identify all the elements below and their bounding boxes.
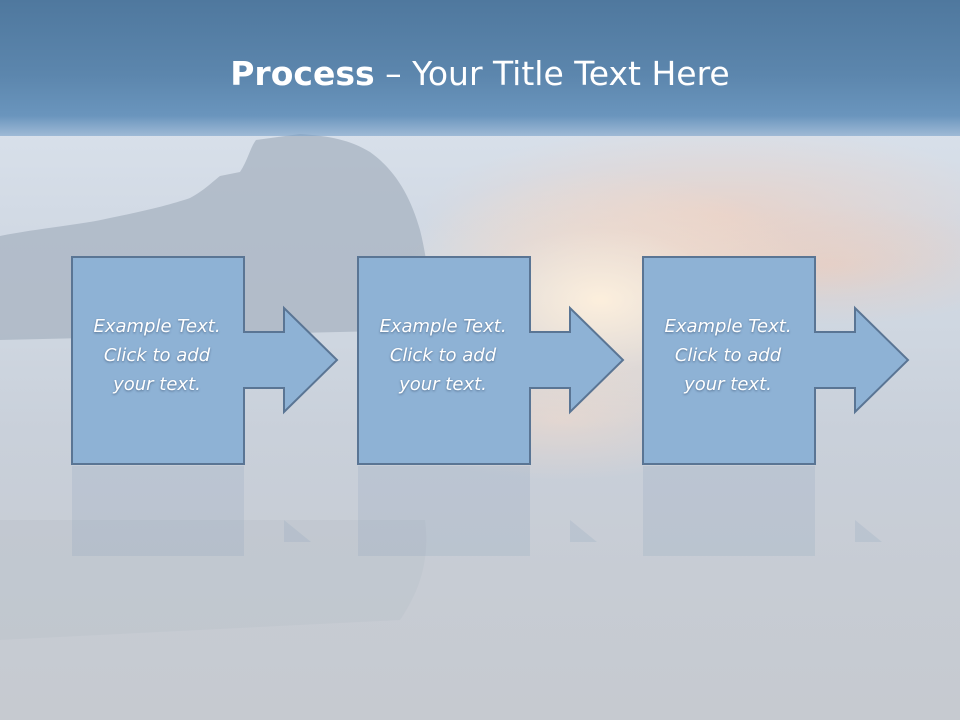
step-text-line-2: Click to add bbox=[674, 345, 782, 366]
title-rest: – Your Title Text Here bbox=[374, 54, 730, 93]
step-text-line-3: your text. bbox=[113, 374, 201, 395]
step-text-line-1: Example Text. bbox=[664, 316, 792, 337]
step-reflection-1 bbox=[71, 466, 341, 570]
slide-title[interactable]: Process – Your Title Text Here bbox=[0, 52, 960, 96]
step-text-line-2: Click to add bbox=[389, 345, 497, 366]
step-text[interactable]: Example Text. Click to add your text. bbox=[642, 312, 814, 399]
title-bar bbox=[0, 0, 960, 136]
step-reflection-2 bbox=[357, 466, 627, 570]
step-reflection-3 bbox=[642, 466, 912, 570]
title-bold: Process bbox=[230, 54, 375, 93]
step-text[interactable]: Example Text. Click to add your text. bbox=[357, 312, 529, 399]
arrow-shape bbox=[642, 256, 910, 465]
step-text-line-3: your text. bbox=[684, 374, 772, 395]
step-text-line-1: Example Text. bbox=[93, 316, 221, 337]
arrow-shape bbox=[71, 256, 339, 465]
arrow-shape bbox=[357, 256, 625, 465]
step-text[interactable]: Example Text. Click to add your text. bbox=[71, 312, 243, 399]
step-text-line-1: Example Text. bbox=[379, 316, 507, 337]
step-text-line-3: your text. bbox=[399, 374, 487, 395]
step-text-line-2: Click to add bbox=[103, 345, 211, 366]
